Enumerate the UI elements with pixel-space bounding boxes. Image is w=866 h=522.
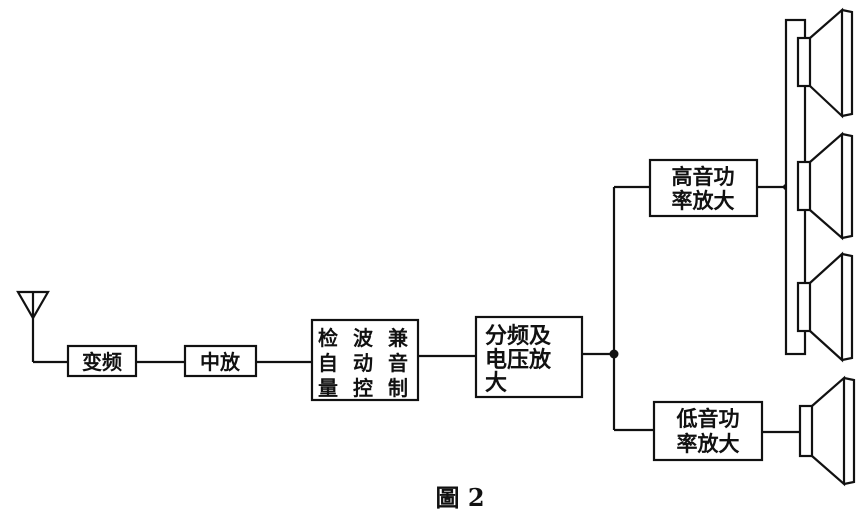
if-amplifier-label: 中放 [200,350,241,374]
converter-label: 变频 [82,350,122,374]
if-amplifier-block: 中放 [183,344,258,378]
crossover-line-1: 分频及 [485,324,552,349]
treble-amplifier-block: 高音功 率放大 [648,158,759,218]
crossover-line-3: 大 [485,371,507,396]
detector-char-8: 控 [353,376,373,400]
treble-speaker-array [784,7,854,363]
detector-agc-block: 检 波 兼 自 动 音 量 控 制 [310,318,420,402]
antenna-icon [16,290,50,362]
bass-speaker-icon [798,375,856,487]
detector-char-2: 波 [353,326,374,350]
detector-char-5: 动 [353,351,373,375]
speaker-icon [796,251,854,363]
junction-dot [609,349,619,359]
detector-char-7: 量 [318,376,338,400]
treble-amp-line-2: 率放大 [672,189,735,213]
speaker-icon [796,131,854,241]
figure-caption: 圖 2 [435,483,484,512]
crossover-preamp-block: 分频及 电压放 大 [474,315,584,399]
detector-char-6: 音 [388,351,408,375]
detector-char-1: 检 [318,326,338,350]
detector-char-4: 自 [318,351,338,375]
detector-char-3: 兼 [388,326,409,350]
signal-wires [33,185,800,434]
treble-amp-line-1: 高音功 [672,165,735,189]
detector-char-9: 制 [388,376,408,400]
bass-amp-line-2: 率放大 [677,432,740,456]
crossover-line-2: 电压放 [485,347,552,373]
bass-amplifier-block: 低音功 率放大 [652,400,764,462]
speaker-icon [796,7,854,119]
converter-block: 变频 [66,344,138,378]
bass-amp-line-1: 低音功 [676,407,740,431]
